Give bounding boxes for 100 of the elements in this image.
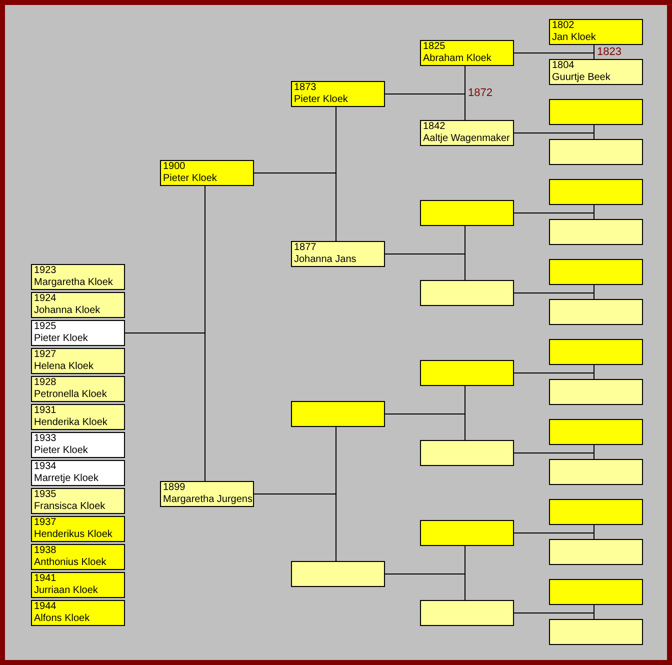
person-box: [291, 241, 385, 267]
connector-line: [514, 452, 594, 460]
person-box: [549, 499, 643, 525]
year-text: 1802: [552, 20, 574, 32]
year-text: 1938: [34, 545, 56, 557]
name-text: Abraham Kloek: [423, 53, 492, 65]
year-text: 1804: [552, 60, 574, 72]
person-box: [31, 432, 125, 458]
year-text: 1925: [34, 321, 56, 333]
name-text: Margaretha Jurgens: [163, 494, 252, 506]
connector-line: [384, 254, 466, 280]
person-box: [420, 200, 514, 226]
name-text: Henderikus Kloek: [34, 529, 112, 541]
connector-line: [514, 52, 594, 60]
name-text: Fransisca Kloek: [34, 501, 106, 513]
person-box: [160, 481, 254, 507]
name-text: Helena Kloek: [34, 361, 94, 373]
year-text: 1899: [163, 482, 186, 494]
person-box: [31, 544, 125, 570]
name-text: Petronella Kloek: [34, 389, 107, 401]
name-text: Pieter Kloek: [34, 445, 88, 457]
person-box: [549, 259, 643, 285]
person-box: [549, 219, 643, 245]
person-box: [31, 488, 125, 514]
person-box: [420, 40, 514, 66]
person-box: [549, 179, 643, 205]
year-text: 1825: [423, 41, 446, 53]
year-text: 1941: [34, 573, 56, 585]
person-box: [291, 81, 385, 107]
person-box: [549, 139, 643, 165]
year-text: 1923: [34, 265, 56, 277]
person-box: [420, 440, 514, 466]
person-box: [291, 561, 385, 587]
person-box: [31, 572, 125, 598]
person-box: [31, 320, 125, 346]
year-text: 1877: [294, 242, 316, 254]
person-box: [549, 339, 643, 365]
name-text: Pieter Kloek: [163, 173, 217, 185]
person-box: [549, 459, 643, 485]
person-box: [31, 600, 125, 626]
name-text: Aaltje Wagenmaker: [423, 133, 510, 145]
person-box: [420, 600, 514, 626]
person-box: [31, 264, 125, 290]
person-box: [549, 299, 643, 325]
person-box: [31, 516, 125, 542]
connector-line: [514, 372, 594, 380]
edge-label: 1872: [467, 87, 494, 99]
person-box: [291, 401, 385, 427]
connector-line: [514, 612, 594, 620]
person-box: [549, 579, 643, 605]
name-text: Jan Kloek: [552, 32, 596, 44]
connector-line: [514, 212, 594, 220]
person-box: [549, 19, 643, 45]
connector-line: [254, 494, 336, 562]
connector-line: [384, 574, 466, 600]
year-text: 1931: [34, 405, 56, 417]
year-text: 1924: [34, 293, 56, 305]
name-text: Pieter Kloek: [294, 94, 348, 106]
person-box: [549, 419, 643, 445]
person-box: [31, 376, 125, 402]
year-text: 1927: [34, 349, 56, 361]
name-text: Johanna Kloek: [34, 305, 100, 317]
connector-line: [514, 532, 594, 540]
name-text: Henderika Kloek: [34, 417, 108, 429]
year-text: 1935: [34, 489, 56, 501]
name-text: Anthonius Kloek: [34, 557, 106, 569]
connector-line: [384, 94, 466, 120]
name-text: Alfons Kloek: [34, 613, 90, 625]
person-box: [420, 360, 514, 386]
person-box: [420, 280, 514, 306]
person-box: [420, 120, 514, 146]
person-box: [549, 379, 643, 405]
person-box: [549, 59, 643, 85]
year-text: 1842: [423, 121, 446, 133]
name-text: Jurriaan Kloek: [34, 585, 98, 597]
person-box: [420, 520, 514, 546]
year-text: 1944: [34, 601, 56, 613]
name-text: Guurtje Beek: [552, 72, 610, 84]
year-text: 1928: [34, 377, 56, 389]
year-text: 1937: [34, 517, 56, 529]
connector-line: [124, 332, 206, 482]
year-text: 1934: [34, 461, 56, 473]
name-text: Pieter Kloek: [34, 333, 88, 345]
person-box: [31, 404, 125, 430]
person-box: [31, 460, 125, 486]
connector-line: [514, 292, 594, 300]
person-box: [549, 539, 643, 565]
person-box: [31, 292, 125, 318]
year-text: 1900: [163, 161, 186, 173]
connector-line: [514, 132, 594, 140]
year-text: 1873: [294, 82, 316, 94]
year-text: 1933: [34, 433, 56, 445]
person-box: [549, 99, 643, 125]
person-box: [31, 348, 125, 374]
name-text: Johanna Jans: [294, 254, 356, 266]
connector-line: [254, 172, 336, 242]
person-box: [549, 619, 643, 645]
edge-label: 1823: [596, 46, 622, 58]
name-text: Marretje Kloek: [34, 473, 98, 485]
person-box: [160, 160, 254, 186]
